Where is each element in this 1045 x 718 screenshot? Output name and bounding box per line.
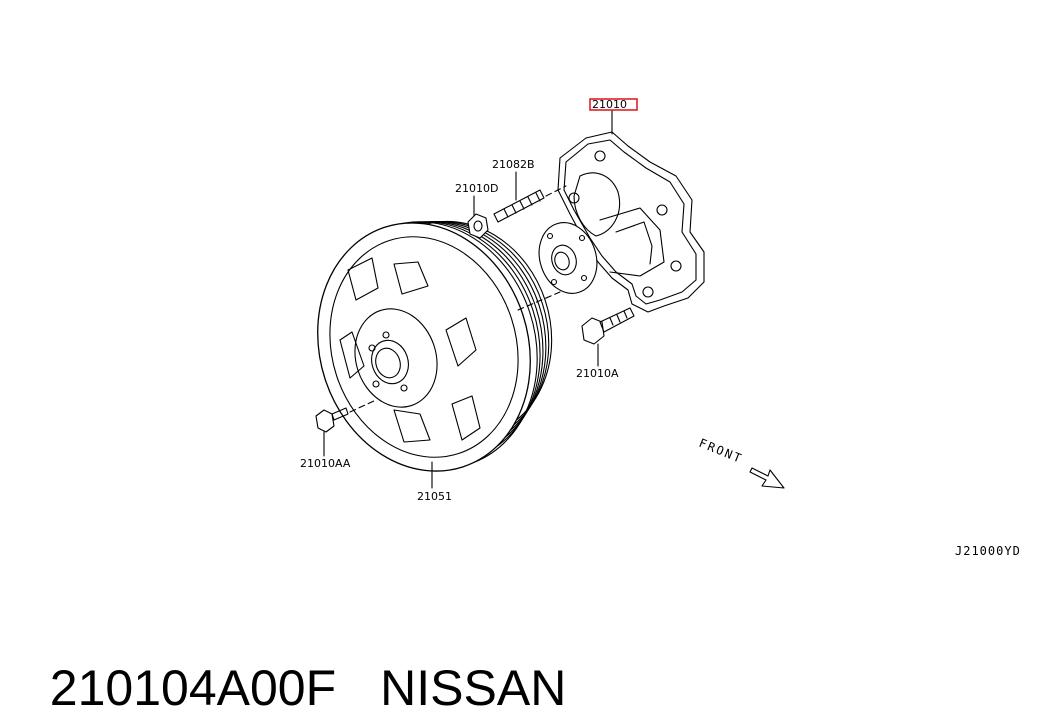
callout-nut: 21010D (455, 182, 498, 195)
bolt-pump-drawing (581, 307, 635, 345)
callout-stud: 21082B (492, 158, 535, 171)
front-arrow-icon (749, 467, 785, 489)
front-label: FRONT (697, 436, 745, 466)
brand-name: NISSAN (380, 660, 567, 716)
callout-pulley: 21051 (417, 490, 452, 503)
leader-lines (323, 109, 613, 489)
assembly-lines (349, 185, 567, 413)
nut-drawing (467, 213, 489, 239)
water-pump-drawing (538, 131, 705, 313)
highlight-box (589, 98, 638, 111)
stud-drawing (493, 189, 545, 223)
pulley-drawing (317, 220, 553, 472)
callout-water-pump: 21010 (592, 98, 627, 111)
part-caption: 210104A00F NISSAN (22, 598, 1022, 718)
callout-bolt-pulley: 21010AA (300, 457, 351, 470)
bolt-pulley-drawing (315, 407, 349, 433)
callout-bolt-pump: 21010A (576, 367, 619, 380)
exploded-parts-diagram: 21010 21082B 21010D 21010A 21010AA 21051… (300, 98, 1021, 558)
drawing-code: J21000YD (955, 544, 1021, 558)
part-number: 210104A00F (49, 660, 337, 716)
